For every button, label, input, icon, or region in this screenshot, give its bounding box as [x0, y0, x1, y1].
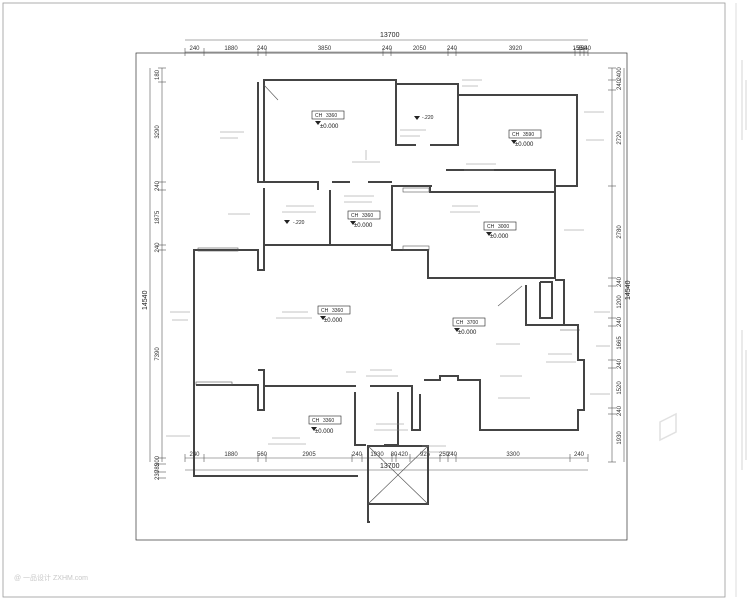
- annotation-marks: [166, 79, 610, 453]
- elevator-shaft: [367, 445, 429, 505]
- room-tag-3: CH 3000 ±0.000: [483, 221, 517, 240]
- right-dimension-labels: 2400240272027802401200240166524015202401…: [617, 67, 623, 445]
- svg-text:CH: CH: [456, 320, 464, 326]
- top-dim-label: 155: [572, 46, 583, 52]
- svg-text:CH: CH: [315, 113, 323, 119]
- top-dim-label: 1880: [224, 46, 238, 52]
- left-dim-label: 785: [155, 462, 161, 473]
- right-dim-label: 2780: [617, 225, 623, 239]
- svg-text:±0.000: ±0.000: [490, 234, 509, 240]
- bottom-total-dimension: 13700: [380, 463, 400, 470]
- level-marker-2: -.220: [284, 220, 305, 226]
- svg-text:±0.000: ±0.000: [515, 142, 534, 148]
- svg-text:CH: CH: [351, 213, 359, 219]
- top-dim-label: 3920: [509, 46, 523, 52]
- right-dim-label: 1930: [617, 431, 623, 445]
- right-dimensions: [608, 67, 625, 463]
- svg-text:3700: 3700: [467, 320, 478, 326]
- svg-text:CH: CH: [512, 132, 520, 138]
- svg-text:±0.000: ±0.000: [320, 124, 339, 130]
- right-dim-label: 240: [617, 316, 623, 327]
- right-dim-label: 240: [617, 276, 623, 287]
- svg-text:CH: CH: [312, 418, 320, 424]
- svg-text:±0.000: ±0.000: [324, 318, 343, 324]
- top-dim-label: 350: [577, 46, 588, 52]
- left-total-dimension: 14540: [142, 290, 149, 310]
- bottom-dim-label: 2905: [302, 452, 316, 458]
- bottom-dim-label: 80: [391, 452, 398, 458]
- svg-text:3590: 3590: [523, 132, 534, 138]
- drawing-border: [2, 2, 726, 598]
- left-dim-label: 230: [155, 469, 161, 480]
- bottom-dim-label: 925: [420, 452, 431, 458]
- svg-text:3360: 3360: [326, 113, 337, 119]
- left-dim-label: 3290: [155, 125, 161, 139]
- top-dim-label: 240: [382, 46, 393, 52]
- right-dim-label: 1665: [617, 336, 623, 350]
- top-dimensions: [184, 39, 589, 56]
- left-dimensions: [149, 67, 166, 479]
- top-dim-label: 3850: [318, 46, 332, 52]
- bottom-dim-label: 3300: [506, 452, 520, 458]
- svg-text:±0.000: ±0.000: [354, 223, 373, 229]
- room-tag-6: CH 3700 ±0.000: [452, 317, 486, 336]
- left-dim-label: 240: [155, 242, 161, 253]
- level-marker-1: -.220: [414, 115, 434, 121]
- svg-text:±0.000: ±0.000: [315, 429, 334, 435]
- room-tag-4: CH 3360 ±0.000: [347, 210, 381, 229]
- svg-text:3360: 3360: [323, 418, 334, 424]
- svg-text:3360: 3360: [362, 213, 373, 219]
- right-total-dimension: 14540: [625, 280, 632, 300]
- right-dim-label: 1520: [617, 381, 623, 395]
- svg-text:CH: CH: [487, 224, 495, 230]
- bottom-dim-label: 240: [447, 452, 458, 458]
- bottom-dim-label: 250: [439, 452, 450, 458]
- right-dim-label: 2720: [617, 131, 623, 145]
- bottom-dim-label: 1880: [224, 452, 238, 458]
- left-dim-label: 200: [155, 455, 161, 466]
- right-dim-label: 240: [617, 358, 623, 369]
- watermark-logo-icon: [659, 412, 677, 442]
- top-dim-label: 2050: [413, 46, 427, 52]
- right-dim-label: 2400: [617, 67, 623, 81]
- bottom-dim-label: 240: [574, 452, 585, 458]
- svg-text:±0.000: ±0.000: [458, 330, 477, 336]
- top-dim-label: 240: [257, 46, 268, 52]
- door-markers: [195, 84, 580, 386]
- top-total-dimension: 13700: [380, 32, 400, 39]
- plan-frame: [135, 52, 628, 541]
- room-tag-1: CH 3360 ±0.000: [311, 110, 345, 130]
- bottom-dim-label: 420: [398, 452, 409, 458]
- left-dim-label: 7390: [155, 347, 161, 361]
- top-dim-label: 240: [581, 46, 592, 52]
- svg-text:-.220: -.220: [293, 220, 305, 226]
- bottom-dim-label: 240: [352, 452, 363, 458]
- svg-text:3360: 3360: [332, 308, 343, 314]
- room-tag-2: CH 3590 ±0.000: [508, 129, 542, 148]
- top-dim-label: 240: [447, 46, 458, 52]
- svg-text:CH: CH: [321, 308, 329, 314]
- right-dim-label: 240: [617, 405, 623, 416]
- left-dim-label: 240: [155, 180, 161, 191]
- bottom-dim-label: 560: [257, 452, 268, 458]
- room-tag-5: CH 3360 ±0.000: [317, 305, 351, 324]
- watermark-text: @ 一品设计 ZXHM.com: [14, 573, 88, 582]
- svg-text:3000: 3000: [498, 224, 509, 230]
- right-dim-label: 1200: [617, 295, 623, 309]
- bottom-dimensions: [184, 454, 589, 471]
- room-tag-7: CH 3360 ±0.000: [308, 415, 342, 435]
- title-strip-marks: [741, 60, 747, 470]
- svg-text:-.220: -.220: [422, 115, 434, 121]
- left-dim-label: 1875: [155, 210, 161, 224]
- level-symbols: [311, 121, 517, 431]
- right-dim-label: 240: [617, 79, 623, 90]
- top-dim-label: 240: [189, 46, 200, 52]
- bottom-dimension-labels: 2401880560290524019308042092525024033002…: [189, 452, 584, 458]
- left-dim-label: 180: [155, 69, 161, 80]
